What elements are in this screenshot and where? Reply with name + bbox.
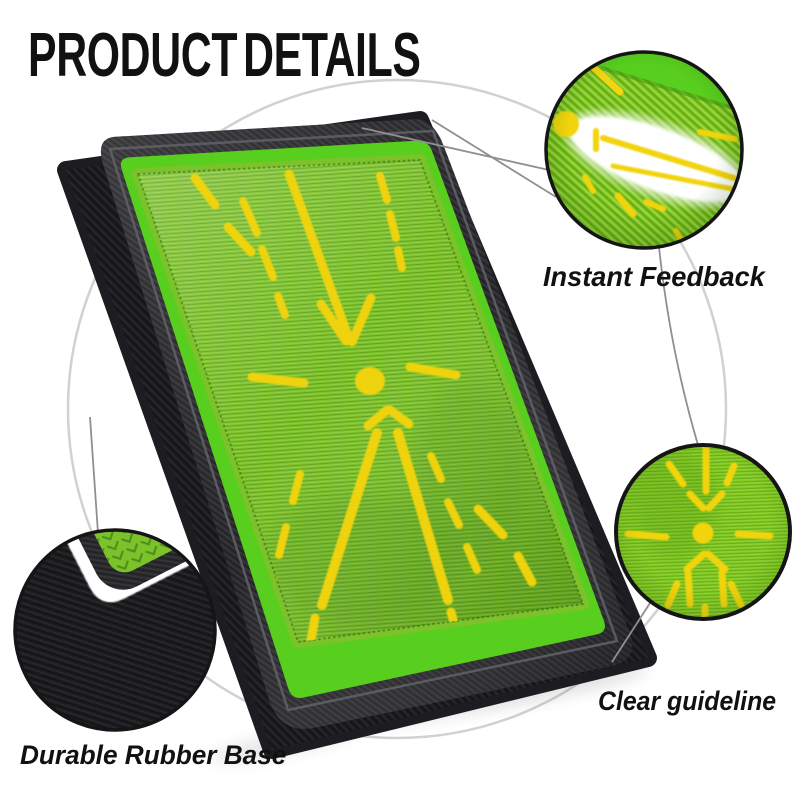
mat-guideline-pattern [190,169,537,642]
leader-line [658,246,699,446]
mat-frame-bevel-line [108,129,619,712]
mat-stitch-edge [136,158,585,644]
leader-line [89,416,99,534]
mat-ball-position-dot [355,367,385,395]
leader-line [611,602,651,663]
callout-clear-guideline: Clear guideline [598,686,777,716]
inset-instant-feedback-ring [544,50,744,250]
inset-clear-guideline [614,443,792,621]
leader-lines [89,119,699,663]
background-circle [66,78,728,740]
callout-instant-feedback: Instant Feedback [543,261,765,292]
leader-line [361,127,550,171]
inset-clear-guideline-ring [614,443,792,621]
callout-durable-rubber-base: Durable Rubber Base [20,740,287,770]
inset-instant-feedback [544,50,744,250]
inset-rubber-base-ring [13,528,217,732]
page-title: PRODUCT DETAILS [28,21,421,90]
inset-rubber-base [13,528,217,732]
